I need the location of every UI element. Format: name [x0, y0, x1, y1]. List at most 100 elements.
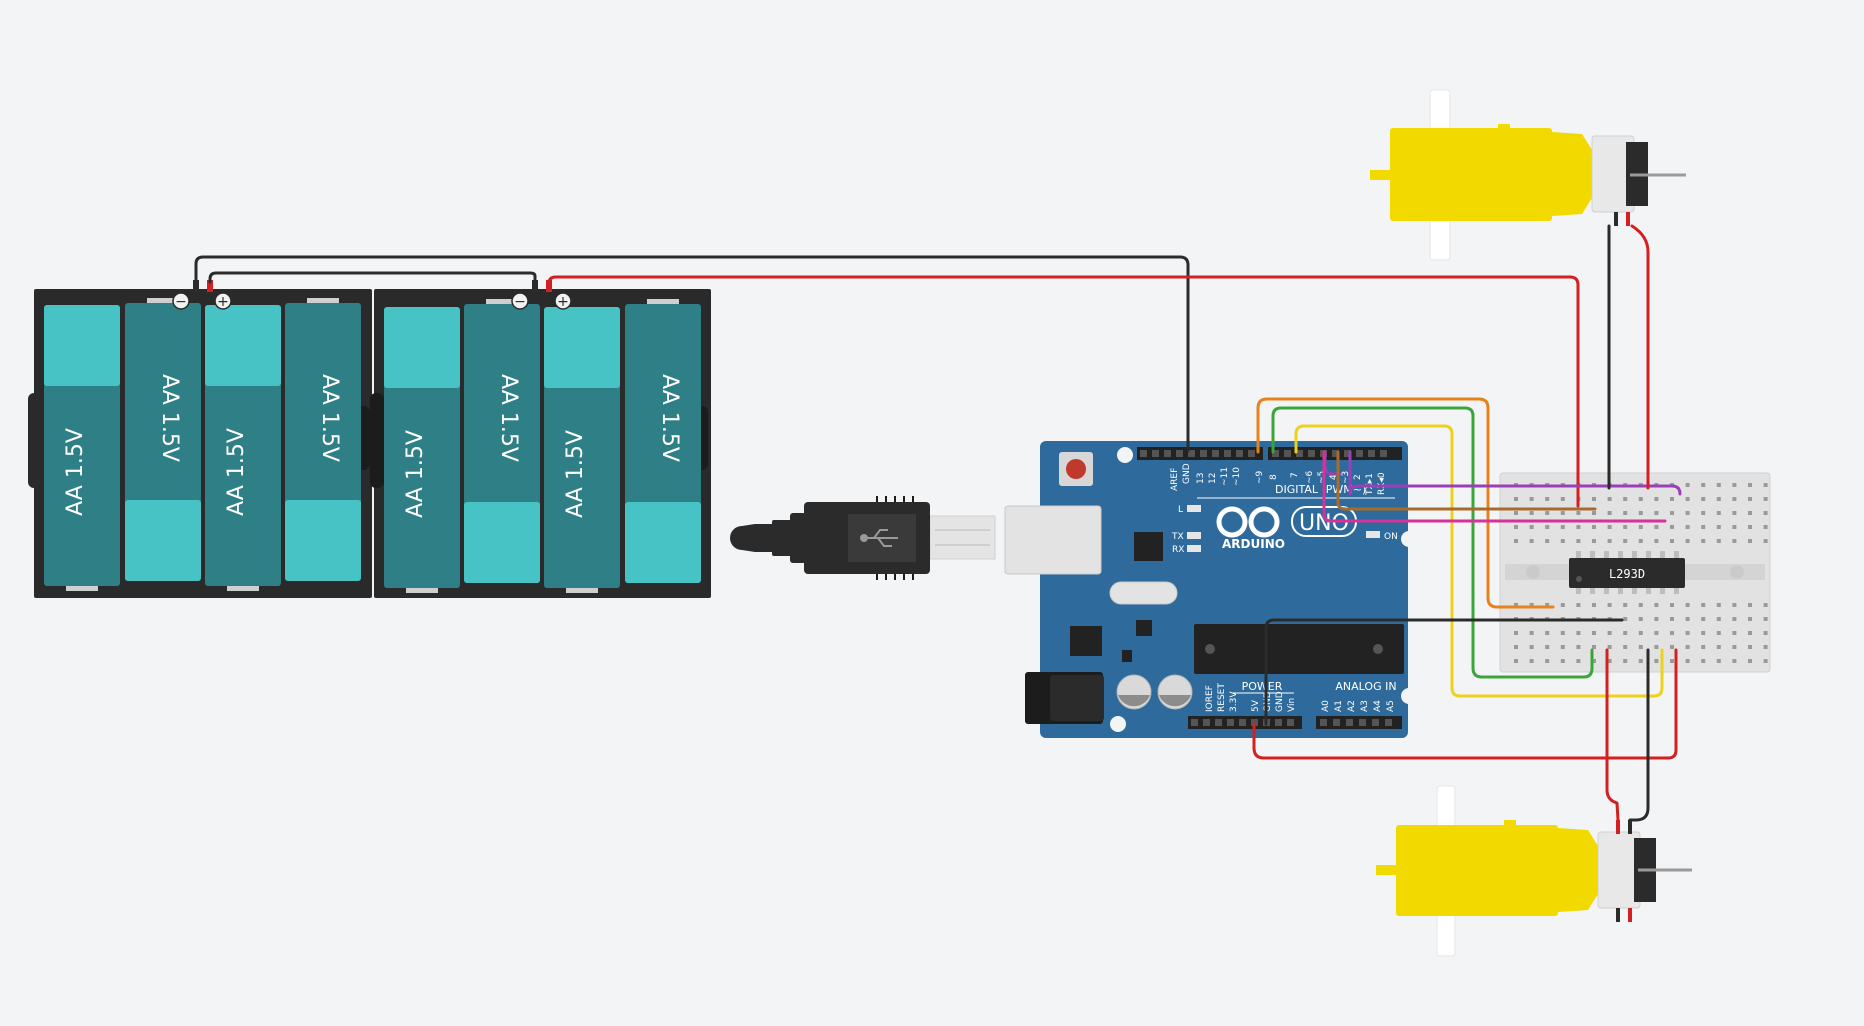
breadboard-hole[interactable]: [1685, 511, 1690, 515]
breadboard-hole[interactable]: [1545, 659, 1550, 663]
wire-black-gnd[interactable]: [194, 255, 1190, 453]
breadboard-hole[interactable]: [1576, 603, 1581, 607]
breadboard-hole[interactable]: [1732, 659, 1737, 663]
breadboard-hole[interactable]: [1545, 497, 1550, 501]
breadboard-hole[interactable]: [1654, 539, 1659, 543]
breadboard-hole[interactable]: [1638, 603, 1643, 607]
breadboard-hole[interactable]: [1623, 645, 1628, 649]
breadboard-hole[interactable]: [1654, 603, 1659, 607]
breadboard-hole[interactable]: [1529, 539, 1534, 543]
breadboard-hole[interactable]: [1514, 497, 1518, 501]
breadboard-hole[interactable]: [1560, 497, 1565, 501]
breadboard-hole[interactable]: [1514, 525, 1518, 529]
breadboard-hole[interactable]: [1732, 631, 1737, 635]
breadboard-hole[interactable]: [1701, 511, 1706, 515]
breadboard-hole[interactable]: [1716, 497, 1721, 501]
breadboard-hole[interactable]: [1623, 497, 1628, 501]
breadboard-hole[interactable]: [1638, 645, 1643, 649]
wire-purple[interactable]: [1348, 450, 1682, 496]
breadboard-hole[interactable]: [1685, 645, 1690, 649]
breadboard-hole[interactable]: [1529, 603, 1534, 607]
breadboard-hole[interactable]: [1576, 511, 1581, 515]
breadboard-hole[interactable]: [1623, 659, 1628, 663]
breadboard-hole[interactable]: [1623, 539, 1628, 543]
battery-pack-1[interactable]: AA 1.5V AA 1.5V AA 1.5V AA 1.5V −: [28, 289, 372, 598]
breadboard-hole[interactable]: [1732, 617, 1737, 621]
wire-motor-bottom-red[interactable]: [1605, 648, 1620, 822]
breadboard-hole[interactable]: [1670, 497, 1674, 501]
breadboard-hole[interactable]: [1638, 511, 1643, 515]
breadboard-hole[interactable]: [1545, 631, 1550, 635]
breadboard-hole[interactable]: [1560, 603, 1565, 607]
breadboard-hole[interactable]: [1592, 525, 1596, 529]
wire-orange[interactable]: [1256, 397, 1555, 609]
breadboard-hole[interactable]: [1623, 511, 1628, 515]
breadboard-hole[interactable]: [1701, 631, 1706, 635]
breadboard-hole[interactable]: [1576, 539, 1581, 543]
breadboard-hole[interactable]: [1732, 497, 1737, 501]
breadboard-hole[interactable]: [1545, 525, 1550, 529]
breadboard-hole[interactable]: [1685, 525, 1690, 529]
breadboard-hole[interactable]: [1670, 631, 1674, 635]
breadboard-hole[interactable]: [1529, 645, 1534, 649]
breadboard-hole[interactable]: [1638, 617, 1643, 621]
breadboard-hole[interactable]: [1638, 497, 1643, 501]
breadboard-hole[interactable]: [1607, 631, 1612, 635]
breadboard-hole[interactable]: [1716, 539, 1721, 543]
breadboard-hole[interactable]: [1654, 497, 1659, 501]
breadboard-hole[interactable]: [1607, 645, 1612, 649]
breadboard-hole[interactable]: [1529, 631, 1534, 635]
breadboard-hole[interactable]: [1670, 645, 1674, 649]
breadboard-hole[interactable]: [1514, 511, 1518, 515]
breadboard-hole[interactable]: [1529, 511, 1534, 515]
breadboard-hole[interactable]: [1560, 631, 1565, 635]
breadboard-hole[interactable]: [1545, 645, 1550, 649]
breadboard-hole[interactable]: [1592, 631, 1596, 635]
breadboard-hole[interactable]: [1514, 659, 1518, 663]
breadboard-hole[interactable]: [1716, 483, 1721, 487]
breadboard-hole[interactable]: [1716, 645, 1721, 649]
wire-pink[interactable]: [1322, 450, 1667, 523]
breadboard-hole[interactable]: [1763, 617, 1768, 621]
breadboard-hole[interactable]: [1529, 659, 1534, 663]
breadboard-hole[interactable]: [1748, 525, 1752, 529]
breadboard-hole[interactable]: [1607, 539, 1612, 543]
reset-button-icon[interactable]: [1059, 452, 1093, 486]
breadboard-hole[interactable]: [1763, 539, 1768, 543]
battery-pack-2[interactable]: AA 1.5V AA 1.5V AA 1.5V AA 1.5V − +: [370, 289, 711, 598]
wire-motor-top-red[interactable]: [1630, 224, 1650, 490]
breadboard-hole[interactable]: [1623, 617, 1628, 621]
usb-cable[interactable]: [730, 496, 996, 580]
breadboard-hole[interactable]: [1638, 539, 1643, 543]
breadboard-hole[interactable]: [1654, 645, 1659, 649]
breadboard-hole[interactable]: [1763, 525, 1768, 529]
breadboard-hole[interactable]: [1514, 631, 1518, 635]
breadboard-hole[interactable]: [1763, 631, 1768, 635]
breadboard-hole[interactable]: [1654, 525, 1659, 529]
breadboard-hole[interactable]: [1560, 539, 1565, 543]
breadboard-hole[interactable]: [1763, 659, 1768, 663]
breadboard-hole[interactable]: [1670, 525, 1674, 529]
breadboard-hole[interactable]: [1748, 511, 1752, 515]
breadboard-hole[interactable]: [1716, 511, 1721, 515]
breadboard-hole[interactable]: [1607, 525, 1612, 529]
breadboard-hole[interactable]: [1670, 511, 1674, 515]
breadboard-hole[interactable]: [1748, 603, 1752, 607]
wires[interactable]: [194, 224, 1682, 822]
breadboard-hole[interactable]: [1748, 631, 1752, 635]
wire-brown[interactable]: [1336, 450, 1597, 511]
breadboard-hole[interactable]: [1701, 603, 1706, 607]
breadboard-hole[interactable]: [1592, 645, 1596, 649]
breadboard-hole[interactable]: [1592, 659, 1596, 663]
dc-motor-bottom[interactable]: [1376, 785, 1692, 957]
breadboard-hole[interactable]: [1638, 525, 1643, 529]
breadboard-hole[interactable]: [1560, 525, 1565, 529]
breadboard-hole[interactable]: [1592, 511, 1596, 515]
breadboard-hole[interactable]: [1685, 539, 1690, 543]
breadboard-hole[interactable]: [1701, 497, 1706, 501]
breadboard-hole[interactable]: [1592, 497, 1596, 501]
breadboard-hole[interactable]: [1670, 617, 1674, 621]
breadboard-hole[interactable]: [1685, 497, 1690, 501]
breadboard-hole[interactable]: [1732, 603, 1737, 607]
wire-red-5v[interactable]: [1252, 648, 1678, 760]
